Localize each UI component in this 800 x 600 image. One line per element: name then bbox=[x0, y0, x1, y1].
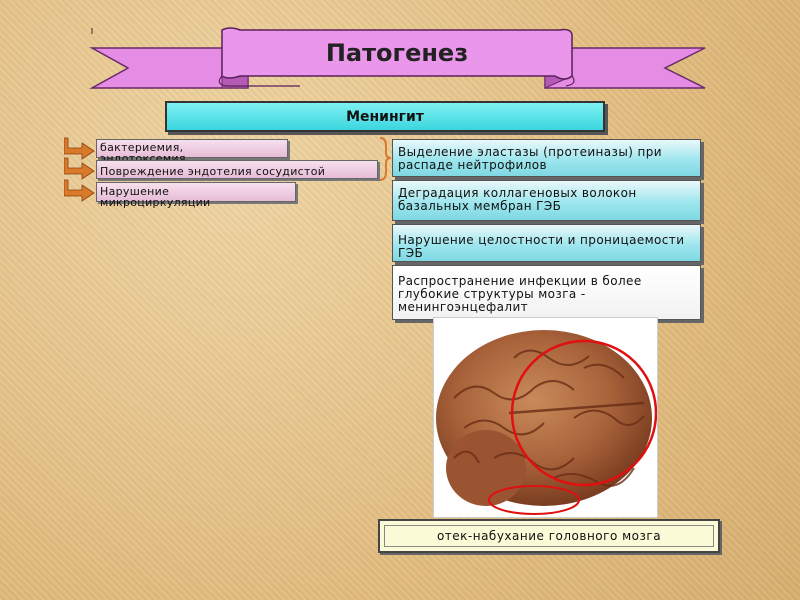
step-box-2: Деградация коллагеновых волокон базальны… bbox=[392, 180, 701, 221]
cause-box-2: Повреждение эндотелия сосудистой bbox=[96, 160, 378, 179]
step-label-1: Выделение эластазы (протеиназы) при расп… bbox=[398, 145, 662, 172]
cause-box-3: Нарушение микроциркуляции bbox=[96, 182, 296, 202]
brain-image bbox=[433, 317, 658, 518]
arrow-2 bbox=[64, 158, 94, 179]
arrow-1 bbox=[64, 138, 94, 159]
step-box-3: Нарушение целостности и проницаемости ГЭ… bbox=[392, 224, 701, 262]
disease-header: Менингит bbox=[165, 101, 605, 132]
step-label-4: Распространение инфекции в более глубоки… bbox=[398, 274, 642, 314]
step-box-4: Распространение инфекции в более глубоки… bbox=[392, 265, 701, 320]
step-label-3: Нарушение целостности и проницаемости ГЭ… bbox=[398, 233, 684, 260]
cause-label-2: Повреждение эндотелия сосудистой bbox=[100, 165, 325, 178]
cause-box-1: бактериемия, эндотоксемия bbox=[96, 139, 288, 158]
result-label: отек-набухание головного мозга bbox=[437, 529, 661, 543]
arrow-3 bbox=[64, 180, 94, 201]
result-box: отек-набухание головного мозга bbox=[378, 519, 720, 553]
step-box-1: Выделение эластазы (протеиназы) при расп… bbox=[392, 139, 701, 177]
brain-illustration bbox=[434, 318, 657, 517]
page-title: Патогенез bbox=[228, 30, 566, 76]
step-label-2: Деградация коллагеновых волокон базальны… bbox=[398, 186, 637, 213]
cause-label-3: Нарушение микроциркуляции bbox=[100, 186, 250, 208]
